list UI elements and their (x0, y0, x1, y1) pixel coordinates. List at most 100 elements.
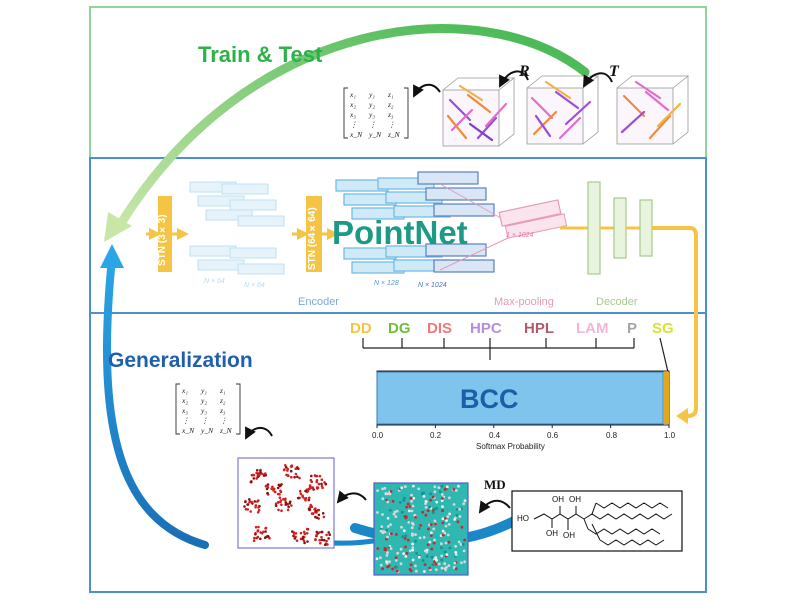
cloud-point (294, 472, 298, 476)
cloud-point (254, 525, 258, 529)
molecule-oh-2: OH (569, 495, 581, 504)
md-particle (434, 568, 438, 572)
structure-cube-3 (616, 75, 690, 145)
generalization-arc-arrowhead (100, 244, 124, 268)
cloud-to-matrix-arrow (245, 426, 273, 440)
md-particle (443, 550, 447, 554)
class-label-hpl: HPL (524, 320, 554, 337)
md-particle (394, 565, 398, 569)
cloud-point (256, 529, 260, 532)
md-particle (445, 553, 449, 556)
md-particle (400, 510, 404, 514)
md-particle (385, 537, 388, 541)
cloud-point (284, 466, 288, 469)
md-particle (401, 535, 405, 539)
cloud-point (262, 530, 265, 534)
md-particle (429, 498, 432, 502)
md-particle (409, 563, 413, 567)
md-particle (402, 552, 405, 555)
cloud-point (264, 472, 267, 475)
md-particle (381, 487, 384, 491)
molecule-oh-1: OH (552, 495, 564, 504)
cloud-point (320, 530, 324, 534)
md-particle (388, 560, 391, 564)
md-particle (431, 563, 435, 567)
cloud-point (296, 496, 300, 500)
md-particle (440, 546, 443, 550)
md-particle (441, 517, 445, 521)
decoder-layers (560, 181, 698, 424)
md-particle (446, 515, 450, 519)
md-particle (433, 490, 437, 494)
md-particle (447, 523, 451, 526)
md-particle (398, 501, 402, 504)
md-particle (446, 533, 450, 537)
md-particle (440, 497, 444, 500)
cloud-point (288, 500, 292, 504)
cloud-point (299, 531, 303, 535)
md-particle (406, 502, 410, 506)
md-particle (457, 540, 461, 544)
md-particle (405, 552, 409, 555)
cloud-point (255, 469, 259, 472)
cloud-point (284, 464, 287, 467)
md-particle (411, 546, 415, 549)
md-particle (424, 502, 427, 505)
cloud-point (320, 535, 323, 539)
cloud-point (320, 478, 324, 482)
generalization-panel (89, 312, 707, 593)
md-particle (399, 562, 403, 566)
cloud-point (292, 532, 296, 535)
cloud-point (257, 525, 260, 529)
md-particle (389, 523, 392, 526)
md-particle (414, 539, 417, 543)
md-particle (386, 492, 389, 496)
cloud-point (272, 487, 276, 491)
md-particle (387, 546, 391, 549)
cloud-point (320, 482, 323, 486)
cloud-point (248, 500, 251, 504)
md-particle (456, 520, 460, 524)
cloud-point (277, 508, 280, 512)
md-particle (422, 536, 426, 539)
cloud-point (324, 543, 327, 546)
md-particle (463, 499, 467, 503)
cloud-point (276, 492, 280, 496)
md-particle (388, 492, 392, 496)
md-particle (414, 533, 417, 536)
cloud-point (289, 469, 293, 473)
cloud-point (257, 508, 261, 512)
md-particle (447, 564, 451, 567)
cloud-point (321, 512, 325, 515)
cloud-point (290, 464, 294, 468)
md-particle (440, 484, 444, 488)
cloud-point (266, 491, 269, 495)
md-particle (387, 564, 391, 568)
md-particle (445, 485, 449, 489)
cloud-point (248, 498, 251, 501)
cloud-point (255, 471, 258, 475)
md-particle (383, 547, 387, 550)
md-particle (440, 493, 444, 496)
class-label-p: P (627, 320, 638, 337)
md-particle (379, 529, 383, 533)
cloud-point (290, 475, 293, 479)
rotation-label: R (519, 63, 530, 80)
md-particle (441, 533, 445, 537)
md-particle (430, 531, 433, 535)
md-particle (421, 559, 425, 562)
md-particle (428, 566, 432, 570)
md-particle (428, 540, 432, 544)
md-particle (435, 506, 439, 510)
cloud-point (293, 475, 296, 479)
cloud-point (309, 478, 313, 482)
md-particle (411, 532, 414, 536)
cloud-point (296, 466, 299, 469)
md-particle (415, 552, 418, 555)
cloud-point (322, 515, 326, 519)
md-particle (408, 568, 412, 571)
cloud-point (286, 508, 290, 512)
layer-dim-3: N × 128 (374, 280, 399, 287)
